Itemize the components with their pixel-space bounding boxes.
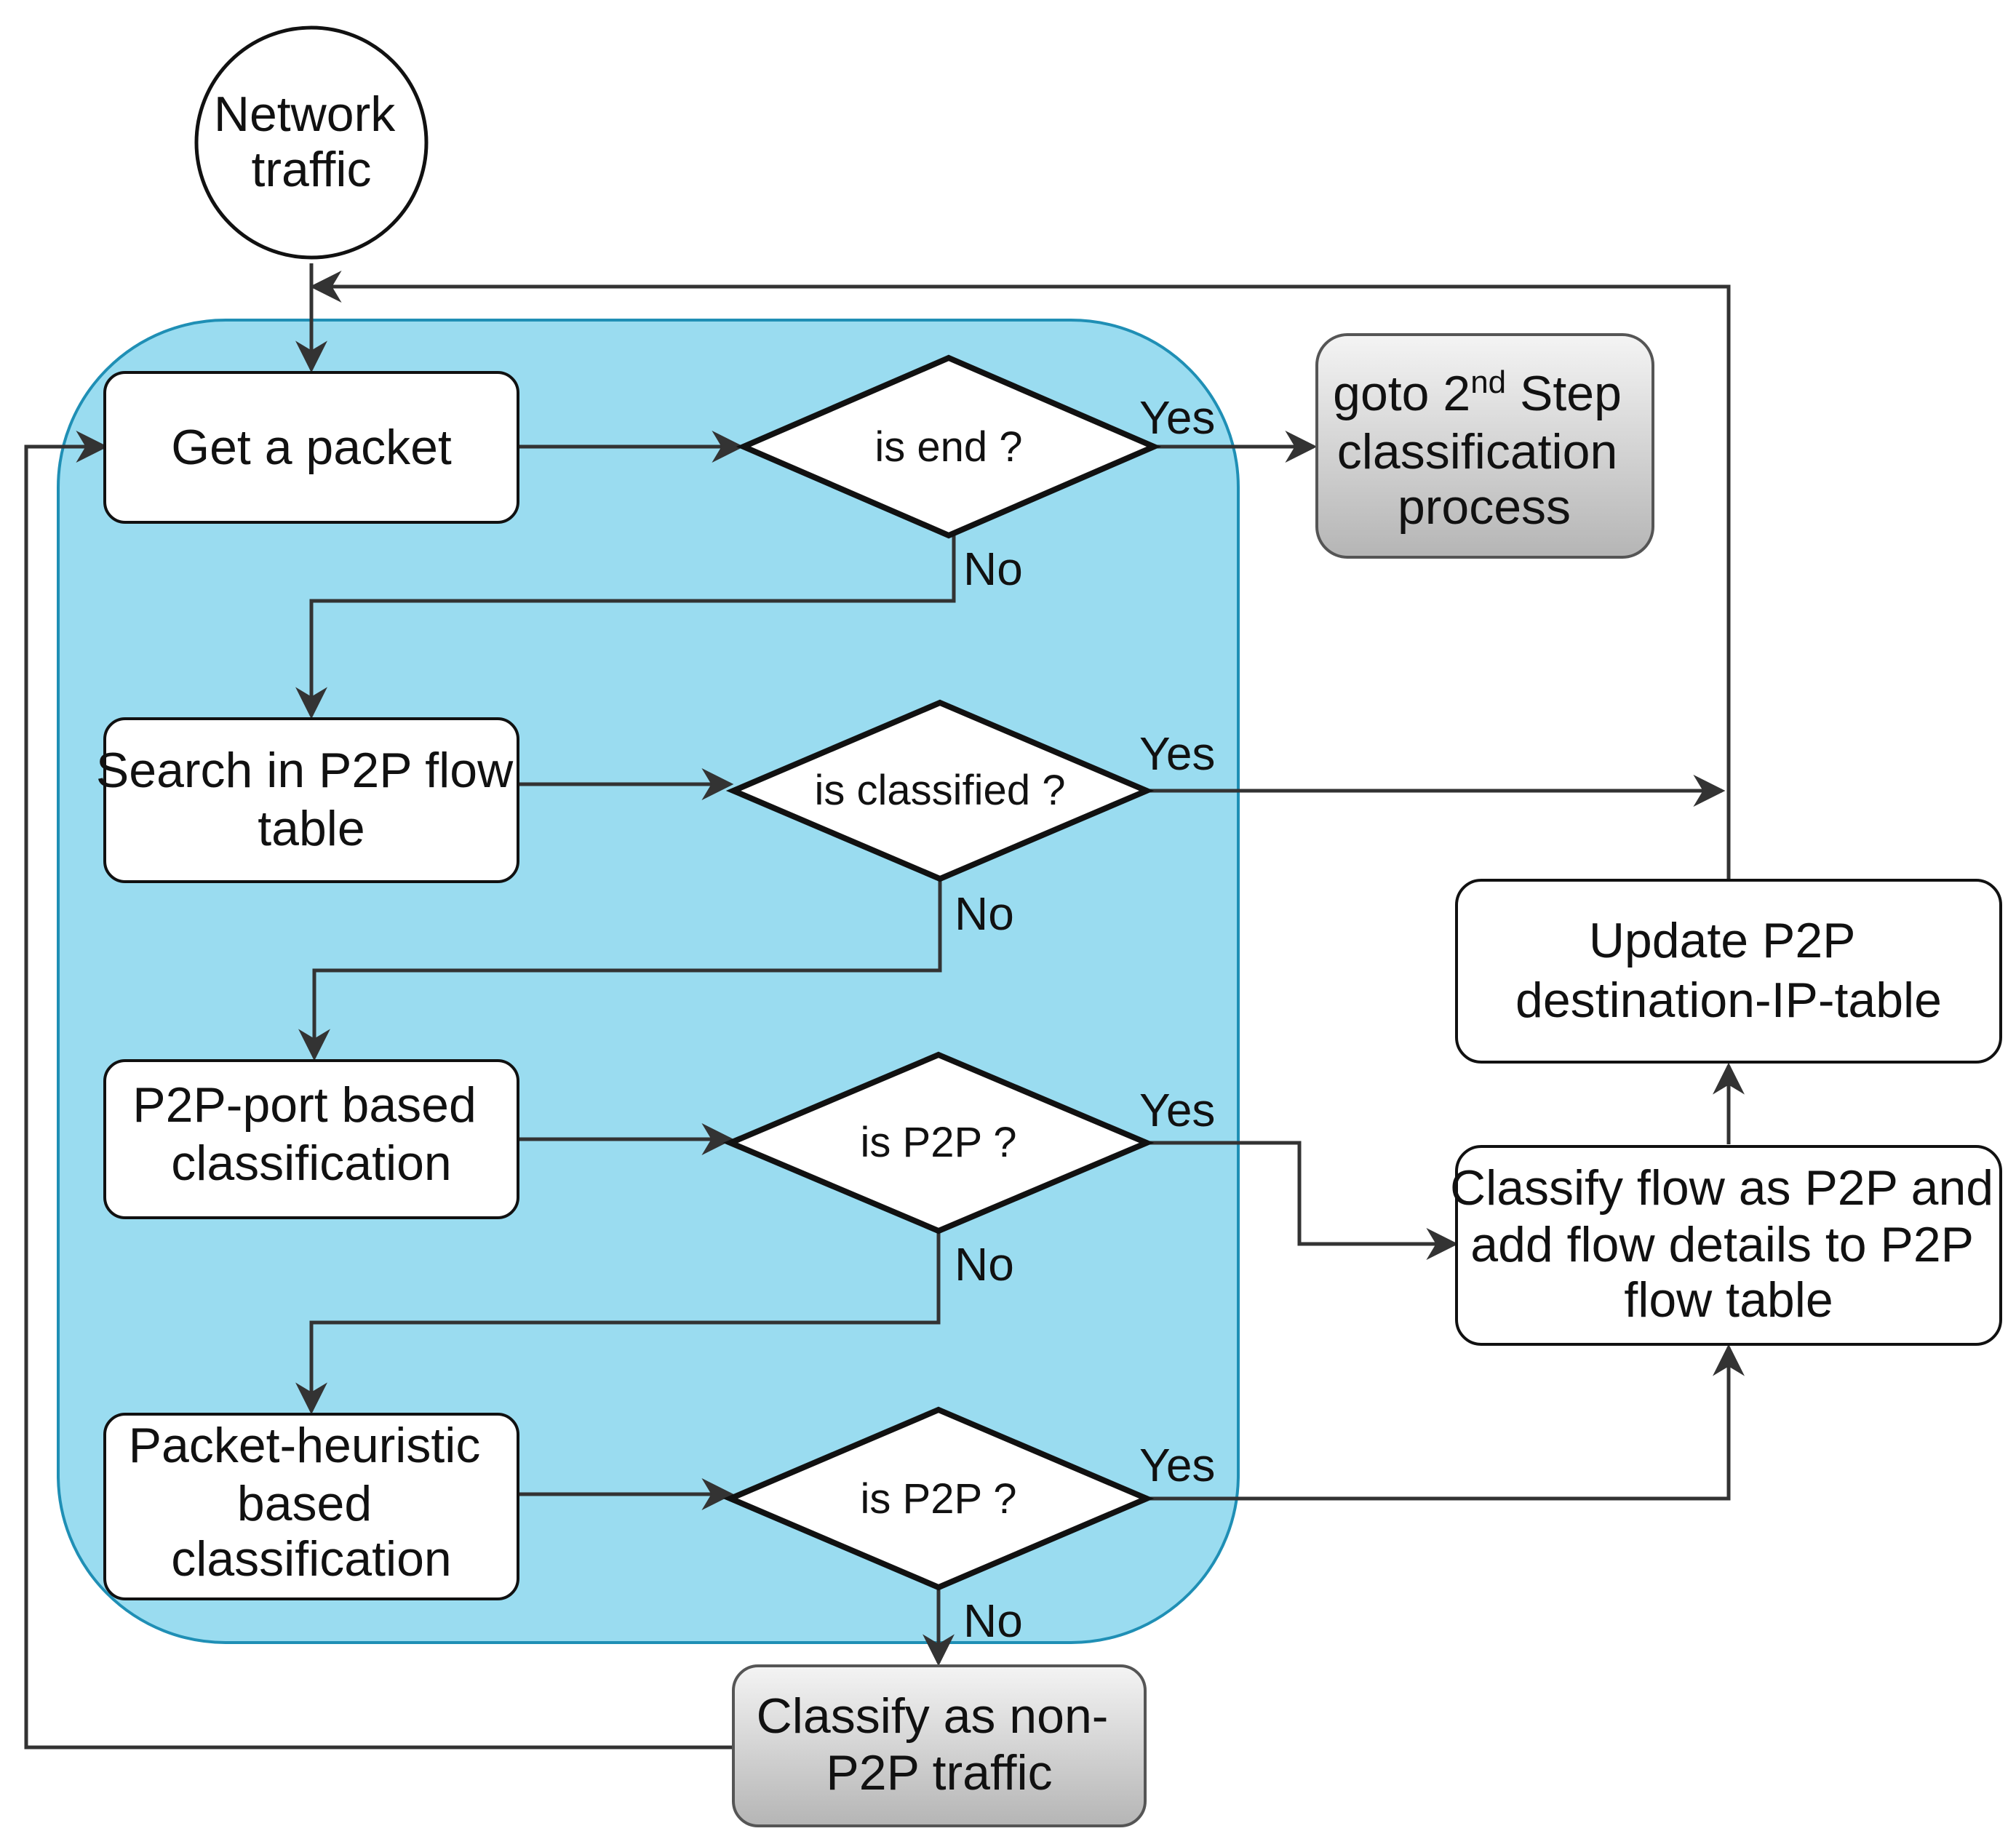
network-traffic-line-1: Network bbox=[214, 87, 396, 142]
edge-update-to-loop bbox=[309, 271, 1731, 880]
port-based-line-2: classification bbox=[171, 1136, 452, 1191]
network-traffic-line-2: traffic bbox=[251, 142, 371, 197]
is-p2p-1-no-label: No bbox=[955, 1238, 1014, 1291]
is-classified-no-label: No bbox=[955, 887, 1014, 940]
is-p2p-decision-2 bbox=[722, 1406, 1155, 1591]
network-traffic-node bbox=[194, 25, 429, 260]
edge-is-end-no bbox=[295, 533, 956, 719]
port-based-line-1: P2P-port based bbox=[132, 1077, 477, 1133]
is-p2p-2-line-1: is P2P ? bbox=[861, 1475, 1017, 1523]
heuristic-line-3: classification bbox=[171, 1531, 452, 1587]
is-classified-line-1: is classified ? bbox=[815, 767, 1066, 814]
goto-step-line-3: process bbox=[1398, 479, 1571, 535]
goto-second-step-terminal bbox=[1315, 333, 1654, 559]
get-packet-line-1: Get a packet bbox=[171, 420, 452, 475]
goto-step-pre: goto 2 bbox=[1333, 366, 1470, 421]
non-p2p-terminal bbox=[732, 1664, 1147, 1827]
search-flow-line-2: table bbox=[258, 801, 364, 856]
update-table-line-2: destination-IP-table bbox=[1515, 973, 1942, 1028]
is-p2p-1-yes-label: Yes bbox=[1139, 1084, 1215, 1136]
non-p2p-line-1: Classify as non- bbox=[757, 1688, 1109, 1744]
search-flow-table-node bbox=[103, 717, 519, 883]
edge-is-p2p-1-no bbox=[295, 1229, 941, 1415]
edge-is-p2p-1-yes bbox=[1147, 1141, 1459, 1260]
non-p2p-label: Classify as non- P2P traffic bbox=[757, 1688, 1123, 1800]
edge-labels: Yes No Yes No Yes No Yes No bbox=[955, 391, 1215, 1647]
is-p2p-1-line-1: is P2P ? bbox=[861, 1119, 1017, 1166]
classify-flow-line-3: flow table bbox=[1624, 1272, 1833, 1328]
classify-flow-line-2: add flow details to P2P bbox=[1470, 1217, 1973, 1272]
goto-step-sup: nd bbox=[1470, 364, 1506, 400]
classify-flow-label: Classify flow as P2P and add flow detail… bbox=[1450, 1160, 2007, 1328]
classify-flow-line-1: Classify flow as P2P and bbox=[1450, 1160, 1993, 1216]
is-classified-label: is classified ? bbox=[815, 767, 1066, 814]
packet-classification-group bbox=[57, 319, 1240, 1644]
is-p2p-1-label: is P2P ? bbox=[861, 1119, 1017, 1166]
is-end-yes-label: Yes bbox=[1139, 391, 1215, 444]
update-table-line-1: Update P2P bbox=[1589, 913, 1854, 968]
search-flow-label: Search in P2P flow table bbox=[96, 743, 527, 856]
network-traffic-label: Network traffic bbox=[214, 87, 409, 197]
heuristic-label: Packet-heuristic based classification bbox=[129, 1418, 495, 1587]
heuristic-line-1: Packet-heuristic bbox=[129, 1418, 481, 1473]
goto-step-post: Step bbox=[1506, 366, 1622, 421]
search-flow-line-1: Search in P2P flow bbox=[96, 743, 514, 798]
goto-step-line-2: classification bbox=[1337, 424, 1618, 479]
is-end-label: is end ? bbox=[874, 423, 1022, 471]
heuristic-classification-node bbox=[103, 1413, 519, 1600]
is-p2p-2-label: is P2P ? bbox=[861, 1475, 1017, 1523]
port-based-classification-node bbox=[103, 1059, 519, 1219]
edge-is-p2p-2-yes bbox=[1147, 1344, 1745, 1501]
is-classified-decision bbox=[725, 699, 1155, 882]
is-end-line-1: is end ? bbox=[874, 423, 1022, 471]
goto-step-line-1: goto 2nd Step bbox=[1333, 364, 1622, 421]
heuristic-line-2: based bbox=[237, 1476, 372, 1531]
is-end-decision bbox=[736, 354, 1162, 539]
is-classified-yes-label: Yes bbox=[1139, 727, 1215, 780]
non-p2p-line-2: P2P traffic bbox=[826, 1745, 1052, 1800]
port-based-label: P2P-port based classification bbox=[132, 1077, 490, 1191]
is-end-no-label: No bbox=[963, 543, 1023, 595]
connectors bbox=[24, 263, 1745, 1750]
goto-step-label: goto 2nd Step classification process bbox=[1333, 364, 1635, 535]
update-destination-ip-table-node bbox=[1455, 879, 2002, 1064]
is-p2p-decision-1 bbox=[722, 1051, 1155, 1234]
classify-flow-p2p-node bbox=[1455, 1145, 2002, 1346]
get-packet-node bbox=[103, 371, 519, 524]
get-packet-label: Get a packet bbox=[171, 420, 452, 475]
edge-non-p2p-loop bbox=[24, 431, 733, 1750]
is-p2p-2-yes-label: Yes bbox=[1139, 1439, 1215, 1491]
update-table-label: Update P2P destination-IP-table bbox=[1515, 913, 1942, 1028]
is-p2p-2-no-label: No bbox=[963, 1595, 1023, 1647]
edge-is-classified-no bbox=[298, 879, 942, 1061]
